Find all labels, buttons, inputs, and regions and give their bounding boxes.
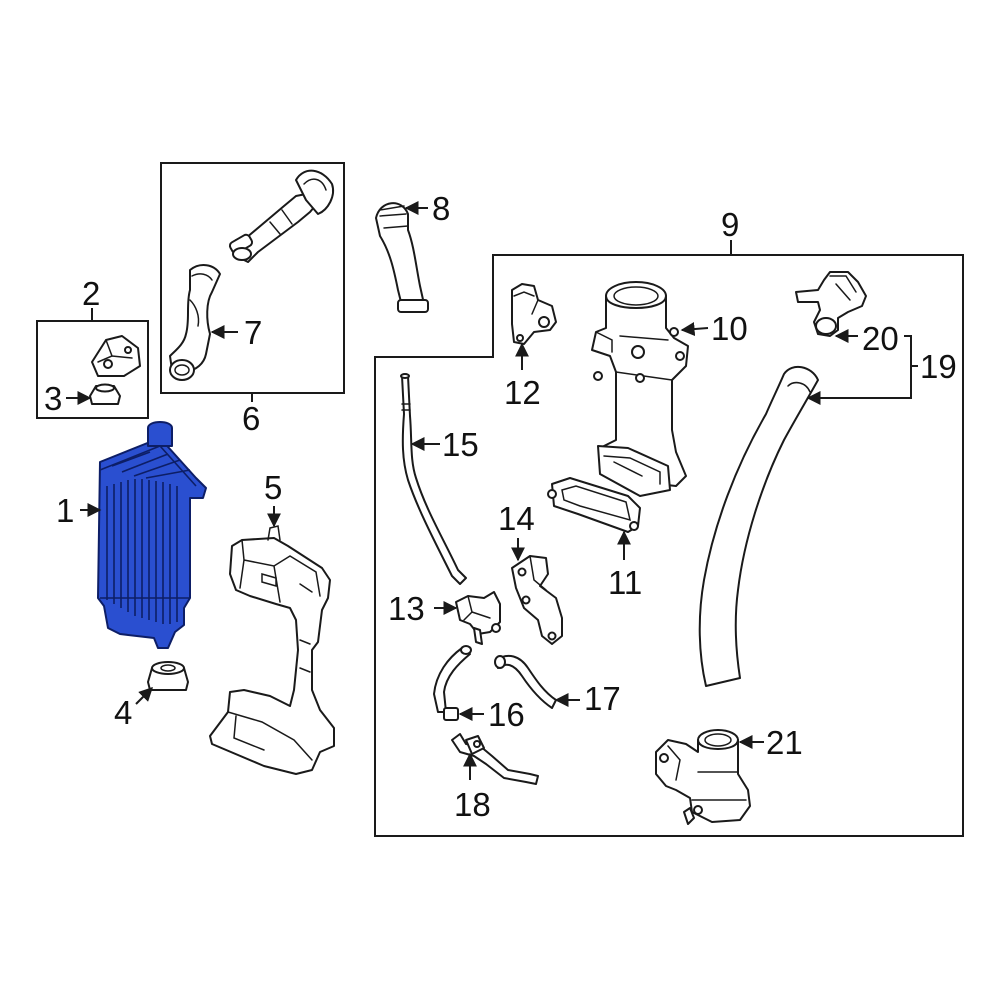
callout-9: 9	[721, 206, 739, 243]
callout-21: 21	[766, 724, 803, 761]
charge-pipe-part-6[interactable]	[228, 169, 334, 263]
grommet-part-3[interactable]	[89, 383, 121, 405]
bracket-part-14[interactable]	[511, 555, 563, 645]
intercooler-part-1[interactable]	[97, 421, 207, 649]
callout-2: 2	[82, 275, 100, 312]
callout-12: 12	[504, 374, 541, 411]
callout-6: 6	[242, 400, 260, 437]
hose-part-17[interactable]	[494, 654, 557, 709]
grommet-part-4[interactable]	[147, 661, 189, 691]
callout-15: 15	[442, 426, 479, 463]
callout-4: 4	[114, 694, 132, 731]
callout-1: 1	[56, 492, 74, 529]
sensor-part-12[interactable]	[511, 283, 557, 345]
callout-14: 14	[498, 500, 535, 537]
hose-part-16[interactable]	[433, 645, 472, 721]
fitting-part-20[interactable]	[795, 271, 867, 337]
housing-part-21[interactable]	[655, 729, 751, 825]
callout-5: 5	[264, 469, 282, 506]
callout-3: 3	[44, 380, 62, 417]
callout-13: 13	[388, 590, 425, 627]
gasket-part-11[interactable]	[547, 477, 641, 533]
intake-pipe-part-10[interactable]	[591, 281, 689, 497]
callout-8: 8	[432, 190, 450, 227]
callout-11: 11	[608, 564, 642, 601]
bracket-part-2[interactable]	[91, 335, 141, 377]
callout-19: 19	[920, 348, 957, 385]
air-duct-part-5[interactable]	[209, 525, 335, 775]
hose-part-8[interactable]	[375, 202, 429, 313]
hose-part-19[interactable]	[698, 365, 819, 687]
tube-part-15[interactable]	[400, 373, 467, 585]
tube-part-18[interactable]	[451, 733, 539, 785]
callout-10: 10	[711, 310, 748, 347]
callout-7: 7	[244, 314, 262, 351]
leader-arrows	[66, 201, 918, 780]
solenoid-part-13[interactable]	[455, 591, 501, 645]
intake-hose-part-7[interactable]	[169, 264, 221, 381]
callout-18: 18	[454, 786, 491, 823]
group-box-9	[374, 254, 964, 837]
callout-16: 16	[488, 696, 525, 733]
callout-17: 17	[584, 680, 621, 717]
callout-20: 20	[862, 320, 899, 357]
